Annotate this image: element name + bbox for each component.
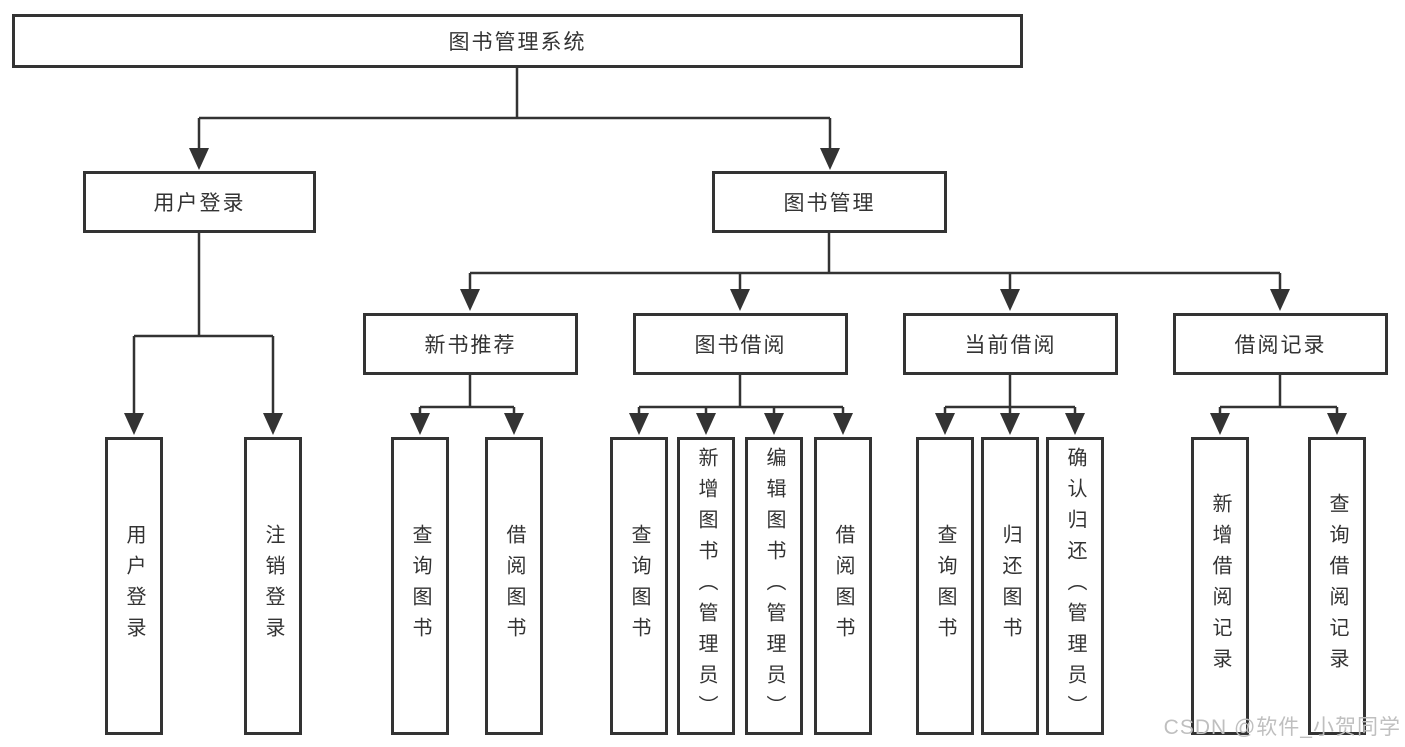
node-leaf-user-login: 用户登录 (105, 437, 163, 735)
node-new-book-recommend: 新书推荐 (363, 313, 578, 375)
arrow-down-icon (629, 413, 649, 435)
arrow-down-icon (696, 413, 716, 435)
node-book-management-branch: 图书管理 (712, 171, 947, 233)
arrow-down-icon (124, 413, 144, 435)
node-label: 用户登录 (153, 192, 246, 215)
node-label: 当前借阅 (964, 334, 1057, 357)
connector-borrow-records-branch (1210, 375, 1347, 435)
node-label: 查询图书 (934, 524, 956, 648)
node-label: 图书借阅 (694, 334, 787, 357)
arrow-down-icon (1000, 413, 1020, 435)
connector-new-book-branch (410, 375, 524, 435)
node-leaf-return-books: 归还图书 (981, 437, 1039, 735)
arrow-down-icon (1065, 413, 1085, 435)
arrow-down-icon (764, 413, 784, 435)
arrow-down-icon (820, 148, 840, 170)
node-label: 图书管理系统 (448, 31, 587, 54)
node-leaf-query-borrow-record: 查询借阅记录 (1308, 437, 1366, 735)
node-label: 借阅记录 (1234, 334, 1327, 357)
node-label: 注销登录 (262, 524, 284, 648)
node-book-borrow: 图书借阅 (633, 313, 848, 375)
connector-user-login-branch (124, 233, 283, 435)
arrow-down-icon (833, 413, 853, 435)
node-label: 编辑图书（管理员） (763, 446, 785, 726)
node-label: 图书管理 (783, 192, 876, 215)
arrow-down-icon (1270, 289, 1290, 311)
connector-book-borrow-branch (629, 375, 853, 435)
node-label: 查询借阅记录 (1326, 493, 1348, 679)
connector-book-management-branch (460, 233, 1290, 311)
connector-root-to-branches (189, 68, 840, 170)
node-current-borrow: 当前借阅 (903, 313, 1118, 375)
node-label: 新书推荐 (424, 334, 517, 357)
arrow-down-icon (1000, 289, 1020, 311)
node-root-system: 图书管理系统 (12, 14, 1023, 68)
arrow-down-icon (935, 413, 955, 435)
node-user-login-branch: 用户登录 (83, 171, 316, 233)
arrow-down-icon (1327, 413, 1347, 435)
node-leaf-query-books-borrow: 查询图书 (610, 437, 668, 735)
arrow-down-icon (263, 413, 283, 435)
node-label: 新增借阅记录 (1209, 493, 1231, 679)
node-leaf-logout: 注销登录 (244, 437, 302, 735)
arrow-down-icon (1210, 413, 1230, 435)
arrow-down-icon (504, 413, 524, 435)
node-label: 新增图书（管理员） (695, 446, 717, 726)
node-label: 借阅图书 (503, 524, 525, 648)
node-leaf-borrow-books-recommend: 借阅图书 (485, 437, 543, 735)
arrow-down-icon (730, 289, 750, 311)
node-leaf-query-books-current: 查询图书 (916, 437, 974, 735)
node-leaf-confirm-return-admin: 确认归还（管理员） (1046, 437, 1104, 735)
node-label: 用户登录 (123, 524, 145, 648)
node-leaf-edit-book-admin: 编辑图书（管理员） (745, 437, 803, 735)
connector-current-borrow-branch (935, 375, 1085, 435)
arrow-down-icon (410, 413, 430, 435)
node-leaf-add-book-admin: 新增图书（管理员） (677, 437, 735, 735)
node-label: 确认归还（管理员） (1064, 446, 1086, 726)
node-leaf-add-borrow-record: 新增借阅记录 (1191, 437, 1249, 735)
arrow-down-icon (189, 148, 209, 170)
node-label: 查询图书 (628, 524, 650, 648)
arrow-down-icon (460, 289, 480, 311)
node-borrow-records: 借阅记录 (1173, 313, 1388, 375)
node-label: 归还图书 (999, 524, 1021, 648)
csdn-watermark: CSDN @软件_小贺同学 (1163, 716, 1401, 739)
node-leaf-borrow-books: 借阅图书 (814, 437, 872, 735)
node-leaf-query-books-recommend: 查询图书 (391, 437, 449, 735)
node-label: 查询图书 (409, 524, 431, 648)
node-label: 借阅图书 (832, 524, 854, 648)
